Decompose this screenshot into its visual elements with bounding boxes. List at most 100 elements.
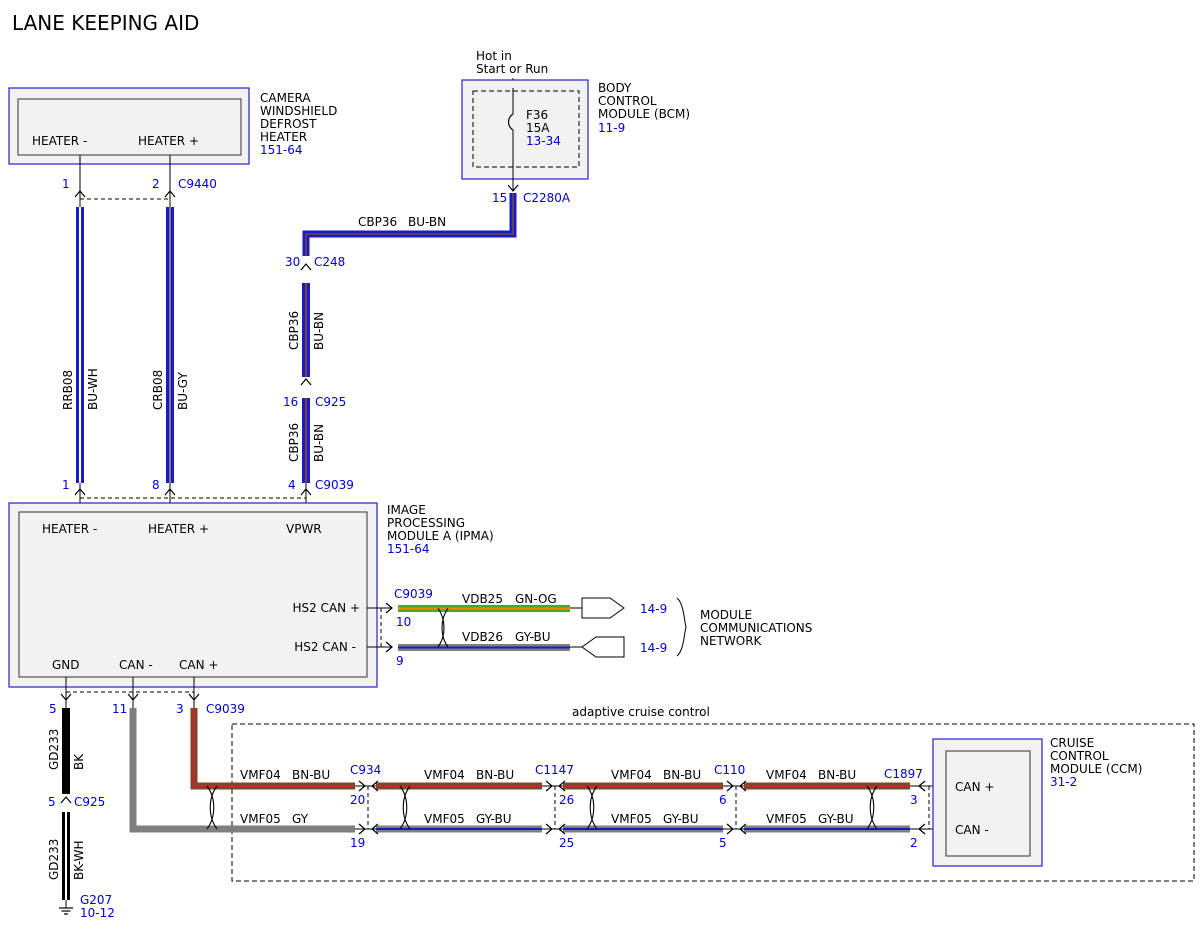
ipma-name-1: IMAGE (387, 503, 426, 517)
vdb26-color: GY-BU (515, 630, 551, 644)
vmf04-1-color: BN-BU (292, 768, 330, 782)
c934-connector-mark[interactable] (355, 780, 379, 835)
ipma-ref[interactable]: 151-64 (387, 542, 430, 556)
page-title: LANE KEEPING AID (12, 11, 199, 35)
wire-vmf05-2[interactable] (376, 825, 542, 833)
wire-cbp36-mid[interactable] (302, 283, 310, 377)
vmf05-1-color: GY (292, 812, 309, 826)
c2280a-connector[interactable]: C2280A (523, 191, 571, 205)
c1147-name[interactable]: C1147 (535, 763, 574, 777)
c9440-connector[interactable]: C9440 (178, 177, 217, 191)
c248-pin: 30 (285, 255, 300, 269)
vmf05-3-color: GY-BU (663, 812, 699, 826)
ccm-name-3: MODULE (CCM) (1050, 762, 1142, 776)
c9039-bottom-pin-gnd: 5 (49, 702, 57, 716)
c1897-name[interactable]: C1897 (884, 767, 923, 781)
c9039-top-connector[interactable]: C9039 (315, 478, 354, 492)
ipma-module[interactable]: HEATER - HEATER + VPWR HS2 CAN + HS2 CAN… (8, 502, 378, 688)
vmf05-2-circuit: VMF05 (424, 812, 465, 826)
outgoing-connector-icon (581, 597, 625, 619)
rrb08-color: BU-WH (86, 368, 100, 410)
twisted-pair-icon (586, 785, 598, 830)
c2280a-pin: 15 (492, 191, 507, 205)
wire-vmf04-4[interactable] (744, 782, 910, 790)
c934-pin-plus: 20 (350, 793, 365, 807)
c110-name[interactable]: C110 (714, 763, 745, 777)
c9039-top-pin-heater-minus: 1 (62, 478, 70, 492)
wire-cbp36-top[interactable] (302, 193, 517, 256)
c925-ground-connector[interactable]: C925 (74, 795, 105, 809)
vmf05-2-color: GY-BU (476, 812, 512, 826)
ccm-module[interactable]: CAN + CAN - (932, 738, 1043, 867)
wire-cbp36-low[interactable] (302, 398, 310, 483)
wire-vmf04-1[interactable] (190, 708, 355, 790)
c110-pin-minus: 5 (719, 836, 727, 850)
ccm-ref[interactable]: 31-2 (1050, 775, 1077, 789)
crb08-circuit: CRB08 (151, 370, 165, 410)
c9039-bottom-pin-can-minus: 11 (112, 702, 127, 716)
bcm-power-line-2: Start or Run (476, 62, 548, 76)
network-name-3: NETWORK (700, 634, 763, 648)
c925-power-connector[interactable]: C925 (315, 395, 346, 409)
c9039-bottom-connector[interactable]: C9039 (206, 702, 245, 716)
wire-vmf04-3[interactable] (563, 782, 723, 790)
c9039-can-pin-minus: 9 (396, 654, 404, 668)
ground-ref[interactable]: 10-12 (80, 906, 115, 920)
ipma-pin-heater-minus: HEATER - (42, 522, 97, 536)
fuse-rating: 15A (526, 121, 550, 135)
c110-connector-mark[interactable] (723, 780, 747, 835)
wire-vmf04-2[interactable] (376, 782, 542, 790)
ccm-name-1: CRUISE (1050, 736, 1094, 750)
cbp36-low-color: BU-BN (312, 424, 326, 462)
vdb25-circuit: VDB25 (462, 592, 503, 606)
gd233-bottom-circuit: GD233 (47, 839, 61, 880)
bcm-name-3: MODULE (BCM) (598, 107, 690, 121)
network-ref-minus[interactable]: 14-9 (640, 641, 667, 655)
ipma-name-3: MODULE A (IPMA) (387, 529, 494, 543)
camera-ref[interactable]: 151-64 (260, 143, 303, 157)
ipma-pin-heater-plus: HEATER + (148, 522, 209, 536)
bcm-power-line-1: Hot in (476, 49, 512, 63)
ipma-pin-hs2-can-plus: HS2 CAN + (292, 601, 360, 615)
wire-vmf05-1[interactable] (129, 708, 355, 833)
wire-vdb26[interactable] (398, 644, 570, 651)
c248-connector[interactable]: C248 (314, 255, 345, 269)
c1147-pin-plus: 26 (559, 793, 574, 807)
c1147-connector-mark[interactable] (542, 780, 566, 835)
fuse-ref[interactable]: 13-34 (526, 134, 561, 148)
twisted-pair-icon (437, 607, 449, 648)
vdb25-color: GN-OG (515, 592, 557, 606)
wire-gd233-top[interactable] (62, 708, 70, 794)
wire-vdb25[interactable] (398, 605, 570, 612)
cbp36-mid-circuit: CBP36 (287, 311, 301, 350)
ipma-pin-can-minus: CAN - (119, 658, 153, 672)
c934-pin-minus: 19 (350, 836, 365, 850)
acc-region (231, 723, 1195, 882)
ipma-pin-can-plus: CAN + (179, 658, 218, 672)
c110-pin-plus: 6 (719, 793, 727, 807)
camera-name-2: WINDSHIELD (260, 104, 337, 118)
wire-gd233-bottom[interactable] (62, 812, 70, 900)
twisted-pair-icon (399, 785, 411, 830)
c1147-pin-minus: 25 (559, 836, 574, 850)
wire-vmf05-4[interactable] (744, 825, 910, 833)
c1897-pin-minus: 2 (910, 836, 918, 850)
c9039-bottom-pin-can-plus: 3 (176, 702, 184, 716)
acc-label: adaptive cruise control (572, 705, 710, 719)
bcm-name-1: BODY (598, 81, 632, 95)
c934-name[interactable]: C934 (350, 763, 381, 777)
network-ref-plus[interactable]: 14-9 (640, 602, 667, 616)
vmf05-4-color: GY-BU (818, 812, 854, 826)
c9039-top-pin-vpwr: 4 (288, 478, 296, 492)
wire-crb08[interactable] (166, 207, 174, 483)
vmf04-2-color: BN-BU (476, 768, 514, 782)
bcm-ref[interactable]: 11-9 (598, 121, 625, 135)
c9440-pin-1: 1 (62, 177, 70, 191)
ground-name[interactable]: G207 (80, 893, 112, 907)
c9039-can-connector[interactable]: C9039 (394, 587, 433, 601)
vmf05-1-circuit: VMF05 (240, 812, 281, 826)
wire-vmf05-3[interactable] (563, 825, 723, 833)
camera-heater-module[interactable]: HEATER - HEATER + (8, 87, 250, 165)
wire-rrb08[interactable] (76, 207, 84, 483)
bcm-module[interactable] (461, 79, 589, 190)
